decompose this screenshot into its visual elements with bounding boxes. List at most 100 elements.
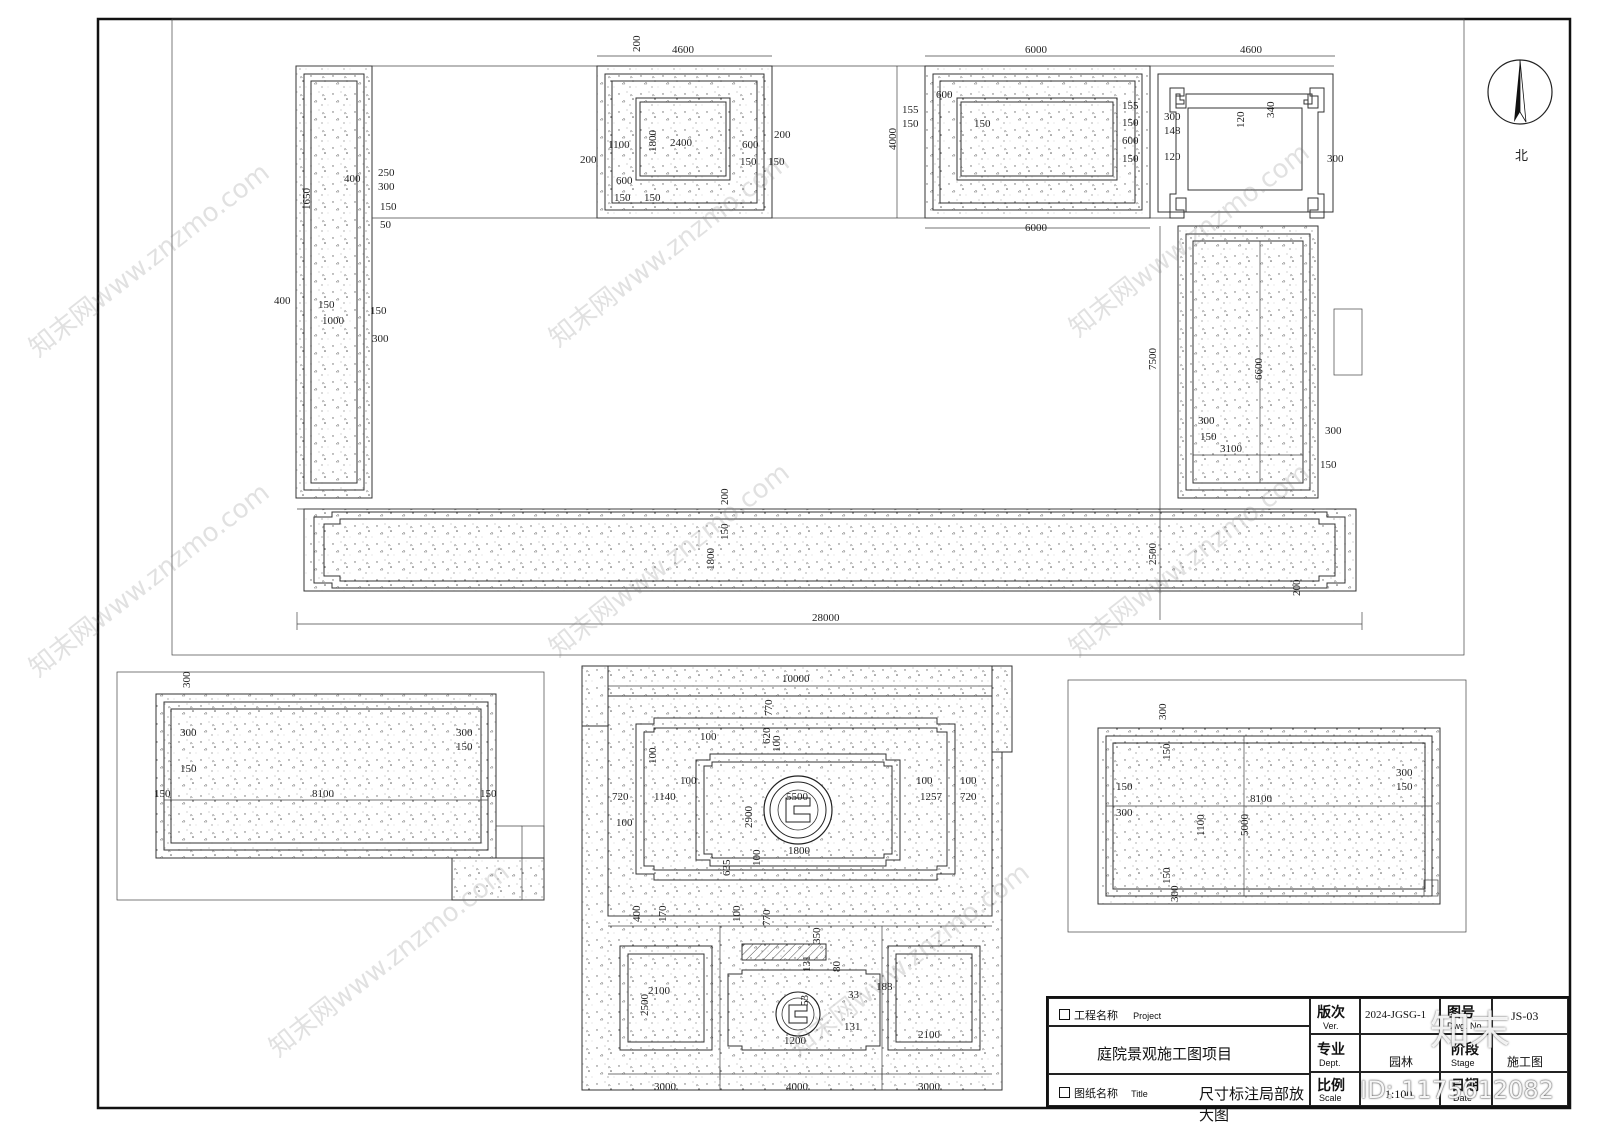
dim-right-panel-1100: 1100 [1195, 814, 1207, 836]
dim-left-panel-300: 300 [180, 727, 197, 739]
dim-center-3000b: 3000 [918, 1081, 941, 1093]
stage-label: 阶段 [1451, 1043, 1479, 1058]
dim-left-400: 400 [344, 173, 361, 185]
dim-left-250: 250 [378, 167, 395, 179]
date-label-en: Date [1453, 1093, 1473, 1103]
north-label: 北 [1515, 148, 1528, 163]
dim-bed-a-200c: 200 [580, 154, 597, 166]
dim-bed-a-150c: 150 [740, 156, 757, 168]
fret-pattern-panel [1157, 73, 1334, 219]
dim-right-panel-300d: 300 [1169, 885, 1181, 902]
dim-bottom-strip-inner: 1800 [705, 548, 717, 571]
dept-label: 专业 [1317, 1043, 1345, 1058]
dim-center-2100a: 2100 [648, 985, 671, 997]
left-panel-frame [116, 671, 545, 901]
title-label-en: Title [1131, 1089, 1148, 1099]
dim-center-1800: 1800 [788, 845, 811, 857]
dim-bed-a-600: 600 [742, 139, 759, 151]
dim-center-170: 170 [657, 905, 669, 922]
stage-label-en: Stage [1451, 1058, 1475, 1068]
dim-bed-a-150: 150 [614, 192, 631, 204]
brand-watermark: 知末 [1430, 1008, 1510, 1054]
dim-strip-200b: 200 [1291, 579, 1303, 596]
top-dimension-chain [597, 55, 1335, 620]
dim-fret-120b: 120 [1235, 111, 1247, 128]
dim-bed-a-150d: 150 [768, 156, 785, 168]
dim-center-1140: 1140 [654, 791, 676, 803]
dim-center-53: 53 [799, 995, 811, 1007]
dim-left-150b: 150 [370, 305, 387, 317]
dim-bed-b-150: 150 [902, 118, 919, 130]
tb-stage-value-cell: 施工图 [1492, 1034, 1568, 1072]
bed-b [924, 65, 1151, 219]
dim-right-panel-300: 300 [1116, 807, 1133, 819]
dim-center-770: 770 [763, 699, 775, 716]
dim-bottom-strip-height: 2500 [1147, 543, 1159, 566]
dim-center-100: 100 [700, 731, 717, 743]
dim-center-33: 33 [848, 989, 860, 1001]
dim-center-720b: 720 [960, 791, 977, 803]
center-dimension-chains [608, 685, 992, 1080]
dim-center-188: 188 [876, 981, 893, 993]
tb-title-cell: 图纸名称 Title 尺寸标注局部放大图 [1048, 1074, 1310, 1124]
dim-center-720: 720 [612, 791, 629, 803]
dim-center-80: 80 [831, 961, 843, 973]
project-label-en: Project [1133, 1011, 1162, 1021]
dim-center-770b: 770 [761, 909, 773, 926]
dim-center-100i: 100 [731, 905, 743, 922]
dim-bed-b-width: 6000 [1025, 44, 1048, 56]
dim-bed-a-200: 200 [631, 35, 643, 52]
tb-project-name-cell: 庭院景观施工图项目 [1048, 1026, 1310, 1074]
dim-center-3000a: 3000 [654, 1081, 677, 1093]
north-arrow: 北 [1487, 59, 1553, 163]
dim-bed-b-150c: 150 [1122, 117, 1139, 129]
left-vertical-bed [295, 65, 1334, 499]
dim-left-panel-300c: 300 [181, 671, 193, 688]
date-label: 日期 [1451, 1079, 1479, 1094]
version-value: 2024-JGSG-1 [1365, 1009, 1427, 1021]
dim-right-bed-inner-w: 3100 [1220, 443, 1243, 455]
dim-center-635: 635 [721, 859, 733, 876]
checkbox-icon [1059, 1009, 1070, 1020]
tb-version-value-cell: 2024-JGSG-1 [1360, 998, 1440, 1034]
dwgno-label-en: Dwg. No [1447, 1021, 1482, 1031]
scale-label: 比例 [1317, 1079, 1345, 1094]
dim-left-panel-150b: 150 [456, 741, 473, 753]
left-enlarged-bed [155, 693, 545, 901]
version-label-en: Ver. [1323, 1021, 1339, 1031]
dim-bed-b-150d: 150 [1122, 153, 1139, 165]
tb-scale-label-cell: 比例 Scale [1310, 1072, 1360, 1106]
dim-right-panel-width: 8100 [1250, 793, 1273, 805]
dim-bed-a-200b: 200 [774, 129, 791, 141]
dim-right-bed-inner-h: 6600 [1253, 358, 1265, 381]
dim-center-100f: 100 [647, 747, 659, 764]
dim-center-2900: 2900 [743, 806, 755, 829]
tb-dept-label-cell: 专业 Dept. [1310, 1034, 1360, 1072]
dim-center-620: 620 [761, 727, 773, 744]
dim-right-panel-150d: 150 [1161, 867, 1173, 884]
tb-dept-value-cell: 园林 [1360, 1034, 1440, 1072]
dim-right-panel-150: 150 [1116, 781, 1133, 793]
dim-bed-c-width: 4600 [1240, 44, 1263, 56]
bed-a [596, 65, 773, 219]
tb-stage-label-cell: 阶段 Stage [1440, 1034, 1492, 1072]
dim-bed-b-150b: 150 [974, 118, 991, 130]
dim-right-panel-150c: 150 [1161, 743, 1173, 760]
dim-center-100b: 100 [680, 775, 697, 787]
dim-right-150: 150 [1200, 431, 1217, 443]
id-watermark: ID: 1175612082 [1360, 1076, 1554, 1104]
dim-bed-a-inner: 2400 [670, 137, 693, 149]
drawing-title: 尺寸标注局部放大图 [1199, 1087, 1305, 1124]
dim-left-bed-width: 400 [274, 295, 291, 307]
dim-bed-b-600b: 600 [1122, 135, 1139, 147]
dim-left-panel-150: 150 [180, 763, 197, 775]
version-label: 版次 [1317, 1006, 1345, 1021]
dim-center-100e: 100 [616, 817, 633, 829]
dim-left-300: 300 [372, 333, 389, 345]
stage-value: 施工图 [1507, 1055, 1544, 1069]
dim-left-bed-inner: 1000 [322, 315, 345, 327]
overall-dimension-28000: 28000 [296, 612, 1363, 630]
dim-left-panel-width: 8100 [312, 788, 335, 800]
